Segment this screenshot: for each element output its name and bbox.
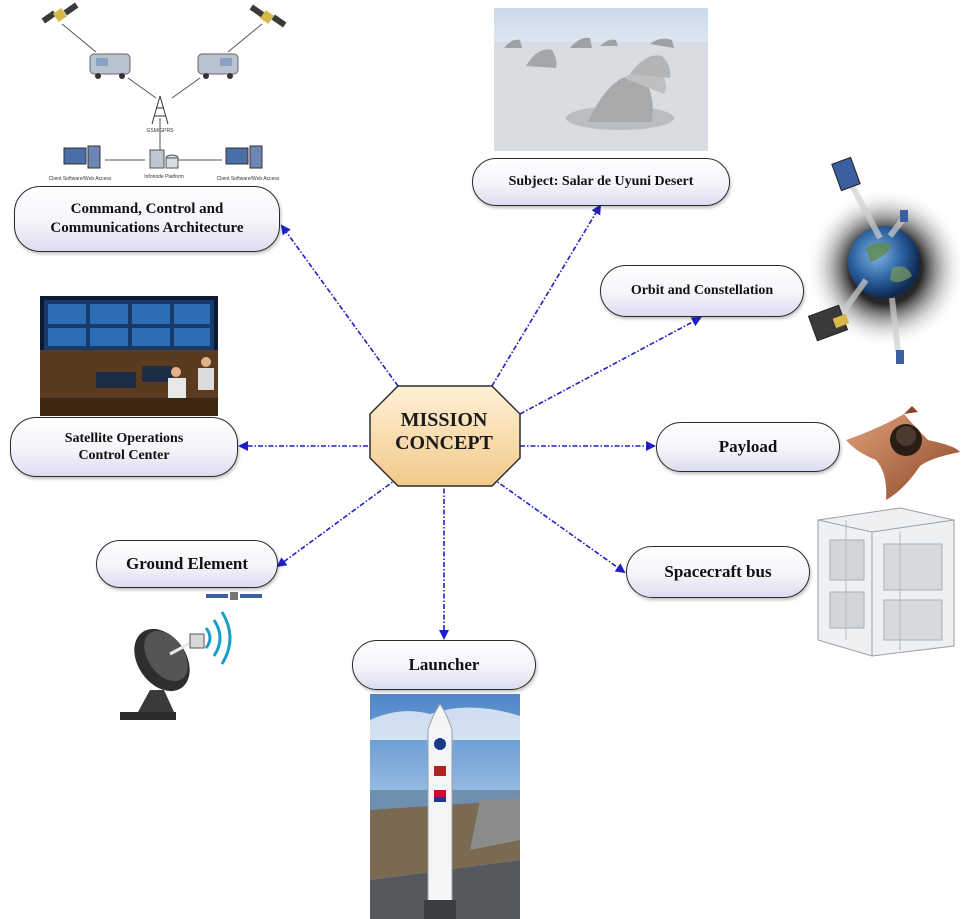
node-spacecraft-bus: Spacecraft bus bbox=[626, 546, 810, 598]
node-payload-label: Payload bbox=[718, 437, 778, 457]
node-ground-label: Ground Element bbox=[125, 554, 248, 574]
control-center-photo bbox=[40, 296, 218, 416]
satellite-icon bbox=[831, 156, 861, 192]
cubesat-structure-photo bbox=[817, 507, 955, 657]
node-command-control-communications: Command, Control and Communications Arch… bbox=[14, 186, 280, 252]
rocket-launch-photo bbox=[370, 694, 520, 919]
server-icon bbox=[149, 149, 179, 169]
vehicle-icon bbox=[89, 53, 131, 79]
node-subject-salar-de-uyuni: Subject: Salar de Uyuni Desert bbox=[472, 158, 730, 206]
node-c3-line-1: Command, Control and bbox=[70, 201, 224, 218]
satellite-icon bbox=[249, 4, 287, 28]
vehicle-icon bbox=[197, 53, 239, 79]
node-subject-label: Subject: Salar de Uyuni Desert bbox=[508, 174, 694, 190]
connector-c3 bbox=[280, 224, 399, 387]
client-label-right: Client Software/Web Access bbox=[217, 176, 280, 182]
small-satellite-icon bbox=[206, 592, 262, 600]
mission-concept-label: MISSION CONCEPT bbox=[368, 386, 520, 478]
node-launcher-label: Launcher bbox=[408, 655, 480, 675]
node-ground-element: Ground Element bbox=[96, 540, 278, 588]
node-payload: Payload bbox=[656, 422, 840, 472]
connector-subject bbox=[491, 204, 602, 387]
connector-orbit bbox=[519, 317, 702, 415]
node-orbit-label: Orbit and Constellation bbox=[630, 283, 774, 299]
mission-concept-octagon bbox=[369, 385, 521, 487]
node-c3-line-2: Communications Architecture bbox=[50, 220, 244, 236]
satellite-icon bbox=[807, 304, 850, 342]
node-orbit-constellation: Orbit and Constellation bbox=[600, 265, 804, 317]
connector-ground bbox=[276, 477, 399, 568]
node-soc-line-2: Control Center bbox=[78, 448, 170, 463]
satellite-dish-icon bbox=[120, 592, 262, 720]
platform-label: Infonode Platform bbox=[144, 174, 183, 180]
node-satellite-operations-control-center: Satellite Operations Control Center bbox=[10, 417, 238, 477]
node-launcher: Launcher bbox=[352, 640, 536, 690]
client-computer-icon bbox=[225, 145, 263, 169]
center-line-1: MISSION bbox=[400, 409, 488, 431]
antenna-tower-icon bbox=[151, 95, 169, 125]
payload-instrument-photo bbox=[846, 406, 960, 500]
network-architecture-illustration: GSM/GPRS Client Software/Web Access Info… bbox=[41, 2, 287, 182]
center-line-2: CONCEPT bbox=[395, 432, 493, 454]
satellite-icon bbox=[41, 2, 79, 24]
connector-bus bbox=[491, 477, 626, 574]
satellite-icon bbox=[896, 210, 908, 364]
connectors bbox=[238, 204, 702, 640]
node-bus-label: Spacecraft bus bbox=[664, 562, 772, 582]
client-computer-icon bbox=[63, 145, 101, 169]
node-soc-line-1: Satellite Operations bbox=[64, 430, 184, 446]
orbit-earth-illustration bbox=[806, 156, 964, 364]
salt-flat-photo bbox=[494, 8, 708, 151]
client-label-left: Client Software/Web Access bbox=[49, 176, 112, 182]
tower-label: GSM/GPRS bbox=[147, 128, 175, 134]
